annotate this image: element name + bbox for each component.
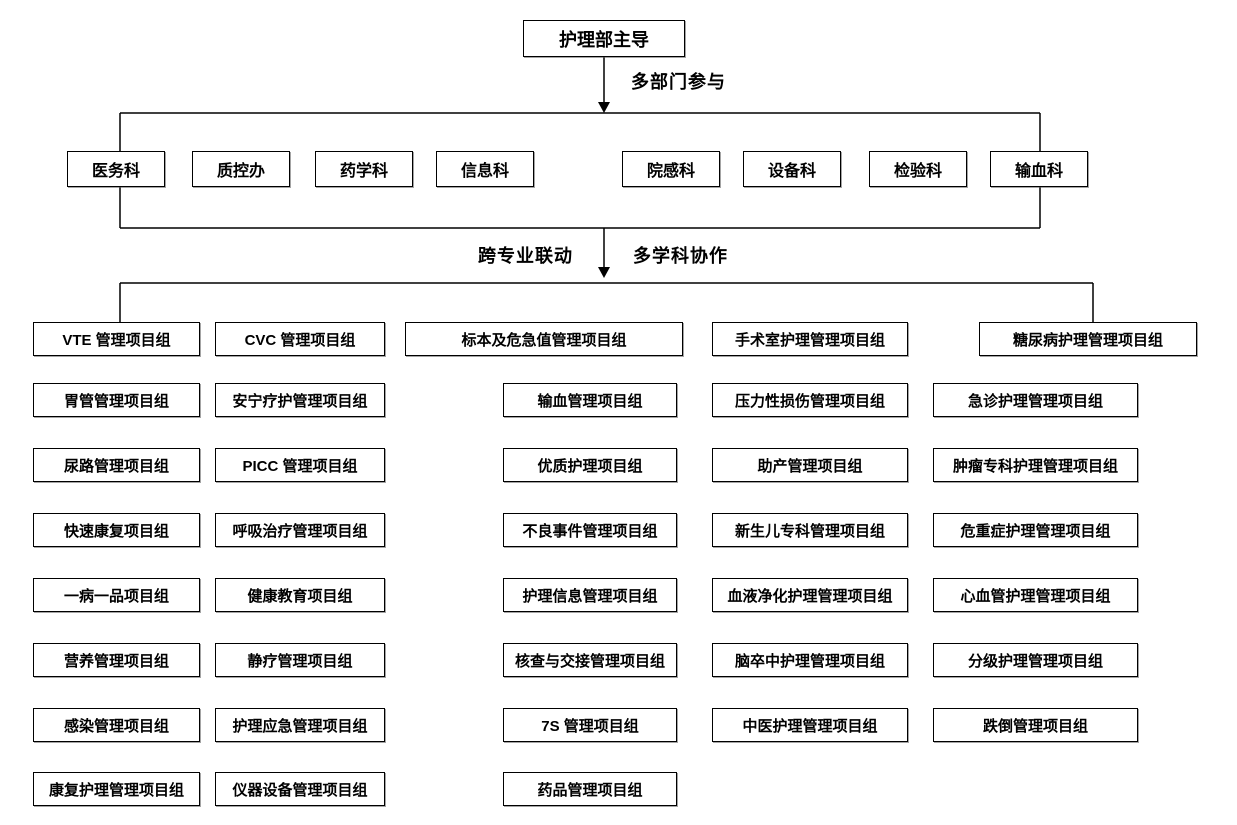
department-node: 设备科 <box>743 151 841 187</box>
project-group-node: 急诊护理管理项目组 <box>933 383 1138 417</box>
department-node: 检验科 <box>869 151 967 187</box>
project-group-node: 健康教育项目组 <box>215 578 385 612</box>
multi-discipline-label: 多学科协作 <box>633 246 728 266</box>
project-group-node: 感染管理项目组 <box>33 708 200 742</box>
department-node: 质控办 <box>192 151 290 187</box>
project-group-node: 危重症护理管理项目组 <box>933 513 1138 547</box>
project-group-node: 分级护理管理项目组 <box>933 643 1138 677</box>
project-group-node: 中医护理管理项目组 <box>712 708 908 742</box>
project-group-node: 压力性损伤管理项目组 <box>712 383 908 417</box>
project-group-node: 7S 管理项目组 <box>503 708 677 742</box>
project-group-node: 标本及危急值管理项目组 <box>405 322 683 356</box>
project-group-node: 尿路管理项目组 <box>33 448 200 482</box>
project-group-node: 一病一品项目组 <box>33 578 200 612</box>
project-group-node: 康复护理管理项目组 <box>33 772 200 806</box>
root-node: 护理部主导 <box>523 20 685 57</box>
department-node: 医务科 <box>67 151 165 187</box>
project-group-node: 胃管管理项目组 <box>33 383 200 417</box>
project-group-node: 肿瘤专科护理管理项目组 <box>933 448 1138 482</box>
project-group-node: 安宁疗护管理项目组 <box>215 383 385 417</box>
department-node: 输血科 <box>990 151 1088 187</box>
project-group-node: 核查与交接管理项目组 <box>503 643 677 677</box>
project-group-node: 新生儿专科管理项目组 <box>712 513 908 547</box>
participation-label: 多部门参与 <box>631 72 726 92</box>
project-group-node: 呼吸治疗管理项目组 <box>215 513 385 547</box>
project-group-node: 糖尿病护理管理项目组 <box>979 322 1197 356</box>
project-group-node: 优质护理项目组 <box>503 448 677 482</box>
project-group-node: 跌倒管理项目组 <box>933 708 1138 742</box>
project-group-node: 营养管理项目组 <box>33 643 200 677</box>
project-group-node: 心血管护理管理项目组 <box>933 578 1138 612</box>
project-group-node: 血液净化护理管理项目组 <box>712 578 908 612</box>
root-arrow-head <box>598 102 610 113</box>
project-group-node: 脑卒中护理管理项目组 <box>712 643 908 677</box>
project-group-node: 手术室护理管理项目组 <box>712 322 908 356</box>
department-node: 药学科 <box>315 151 413 187</box>
project-group-node: 仪器设备管理项目组 <box>215 772 385 806</box>
project-group-node: CVC 管理项目组 <box>215 322 385 356</box>
project-group-node: 不良事件管理项目组 <box>503 513 677 547</box>
cross-specialty-label: 跨专业联动 <box>478 246 573 266</box>
department-node: 院感科 <box>622 151 720 187</box>
project-group-node: 助产管理项目组 <box>712 448 908 482</box>
project-group-node: 护理应急管理项目组 <box>215 708 385 742</box>
project-group-node: 输血管理项目组 <box>503 383 677 417</box>
project-group-node: PICC 管理项目组 <box>215 448 385 482</box>
project-group-node: 快速康复项目组 <box>33 513 200 547</box>
mid-arrow-head <box>598 267 610 278</box>
project-group-node: 静疗管理项目组 <box>215 643 385 677</box>
project-group-node: 护理信息管理项目组 <box>503 578 677 612</box>
project-group-node: 药品管理项目组 <box>503 772 677 806</box>
project-group-node: VTE 管理项目组 <box>33 322 200 356</box>
department-node: 信息科 <box>436 151 534 187</box>
